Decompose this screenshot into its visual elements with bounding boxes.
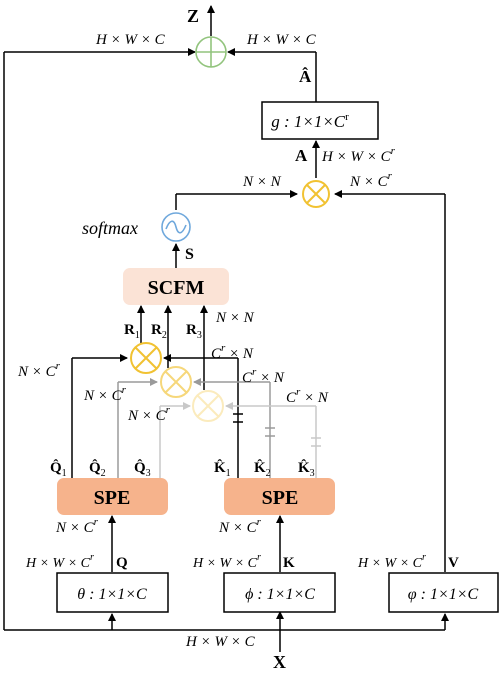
multiply-operator-2-icon [160, 366, 192, 398]
spe-right-label: SPE [262, 487, 299, 509]
g-conv-sup: r [345, 111, 349, 123]
connector-lines [3, 5, 449, 652]
dim-cn-2: Cr × N [242, 366, 285, 386]
varphi-conv-label: φ : 1×1×C [408, 586, 479, 603]
s-label: S [185, 246, 194, 263]
spe-left-box [57, 478, 168, 515]
k2-label: K̂2 [254, 459, 271, 479]
varphi-conv-box [388, 572, 499, 613]
multiply-operator-top-icon [302, 180, 330, 208]
phi-conv-label: ϕ : 1×1×C [245, 586, 315, 603]
dim-cn-3: Cr × N [286, 386, 329, 406]
multiply-operator-3-icon [192, 390, 224, 422]
multiply-operator-1-icon [130, 342, 162, 374]
k1-label: K̂1 [214, 459, 231, 479]
dim-spe-right-in: N × Cr [218, 516, 262, 536]
z-label: Z [187, 6, 199, 26]
q1-label: Q̂1 [50, 459, 67, 479]
phi-conv-box [223, 572, 336, 613]
dim-r-nn: N × N [215, 310, 255, 326]
dim-nc-3: N × Cr [127, 404, 171, 424]
scfm-box [123, 268, 229, 305]
r3-label: R3 [186, 322, 202, 341]
softmax-icon [161, 212, 191, 242]
dim-top-left: H × W × C [95, 32, 166, 48]
dim-top-right: H × W × C [246, 32, 317, 48]
theta-conv-box [56, 572, 169, 613]
dim-cn-1: Cr × N [211, 342, 254, 362]
softmax-label: softmax [82, 218, 138, 238]
dim-nc-right: N × Cr [349, 170, 393, 190]
spe-right-box [224, 478, 335, 515]
a-hat-label: Â [299, 67, 312, 86]
dim-v: H × W × Cr [357, 552, 426, 571]
g-conv-label: g : 1×1×Cr [271, 111, 349, 131]
spe-left-label: SPE [94, 487, 131, 509]
dim-nn-left: N × N [242, 174, 282, 190]
scfm-label: SCFM [148, 277, 205, 299]
q3-label: Q̂3 [134, 459, 151, 479]
a-label: A [295, 146, 308, 165]
v-label: V [448, 555, 459, 571]
x-label: X [273, 652, 286, 672]
add-operator-icon [195, 36, 227, 68]
r2-label: R2 [151, 322, 167, 341]
dim-nc-2: N × Cr [83, 384, 127, 404]
dim-q: H × W × Cr [25, 552, 94, 571]
k3-label: K̂3 [298, 459, 315, 479]
tertiary-lines [159, 402, 317, 478]
r1-label: R1 [124, 322, 140, 341]
dim-a: H × W × Cr [321, 145, 396, 165]
theta-conv-label: θ : 1×1×C [77, 586, 147, 603]
q2-label: Q̂2 [89, 459, 106, 479]
dim-k: H × W × Cr [192, 552, 261, 571]
secondary-lines [117, 378, 271, 478]
dim-spe-left-in: N × Cr [55, 516, 99, 536]
dim-x: H × W × C [185, 634, 256, 650]
line-hop-marks [233, 413, 321, 447]
dim-nc-1: N × Cr [17, 360, 61, 380]
q-label: Q [116, 555, 128, 571]
k-label: K [283, 555, 295, 571]
g-conv-box [261, 101, 379, 140]
